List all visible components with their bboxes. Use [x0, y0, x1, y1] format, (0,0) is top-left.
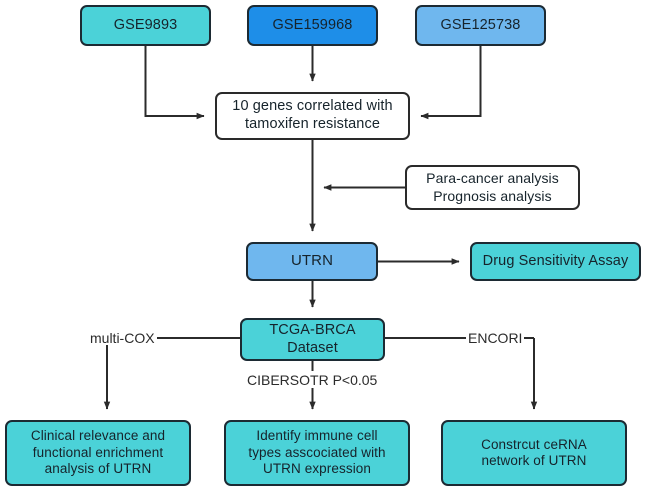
node-para-cancer-analysis[interactable]: Para-cancer analysis Prognosis analysis: [405, 165, 580, 210]
node-drug-sensitivity-assay[interactable]: Drug Sensitivity Assay: [470, 242, 641, 281]
edge-label-encori: ENCORI: [466, 330, 525, 346]
node-utrn[interactable]: UTRN: [246, 242, 378, 281]
node-clinical-relevance[interactable]: Clinical relevance and functional enrich…: [5, 420, 191, 486]
node-tcga-brca-dataset[interactable]: TCGA-BRCA Dataset: [240, 318, 385, 361]
edge-gse9893-to-genes: [144, 46, 205, 120]
node-gse9893[interactable]: GSE9893: [80, 5, 211, 46]
edge-label-multi-cox: multi-COX: [88, 330, 157, 346]
edge-label-cibersotr: CIBERSOTR P<0.05: [245, 372, 380, 388]
node-construct-cerna-network[interactable]: Constrcut ceRNA network of UTRN: [441, 420, 627, 486]
edge-gse125738-to-genes: [420, 46, 482, 120]
node-identify-immune-cells[interactable]: Identify immune cell types asscociated w…: [224, 420, 410, 486]
node-gse159968[interactable]: GSE159968: [247, 5, 378, 46]
node-ten-genes[interactable]: 10 genes correlated with tamoxifen resis…: [215, 92, 410, 140]
node-gse125738[interactable]: GSE125738: [415, 5, 546, 46]
